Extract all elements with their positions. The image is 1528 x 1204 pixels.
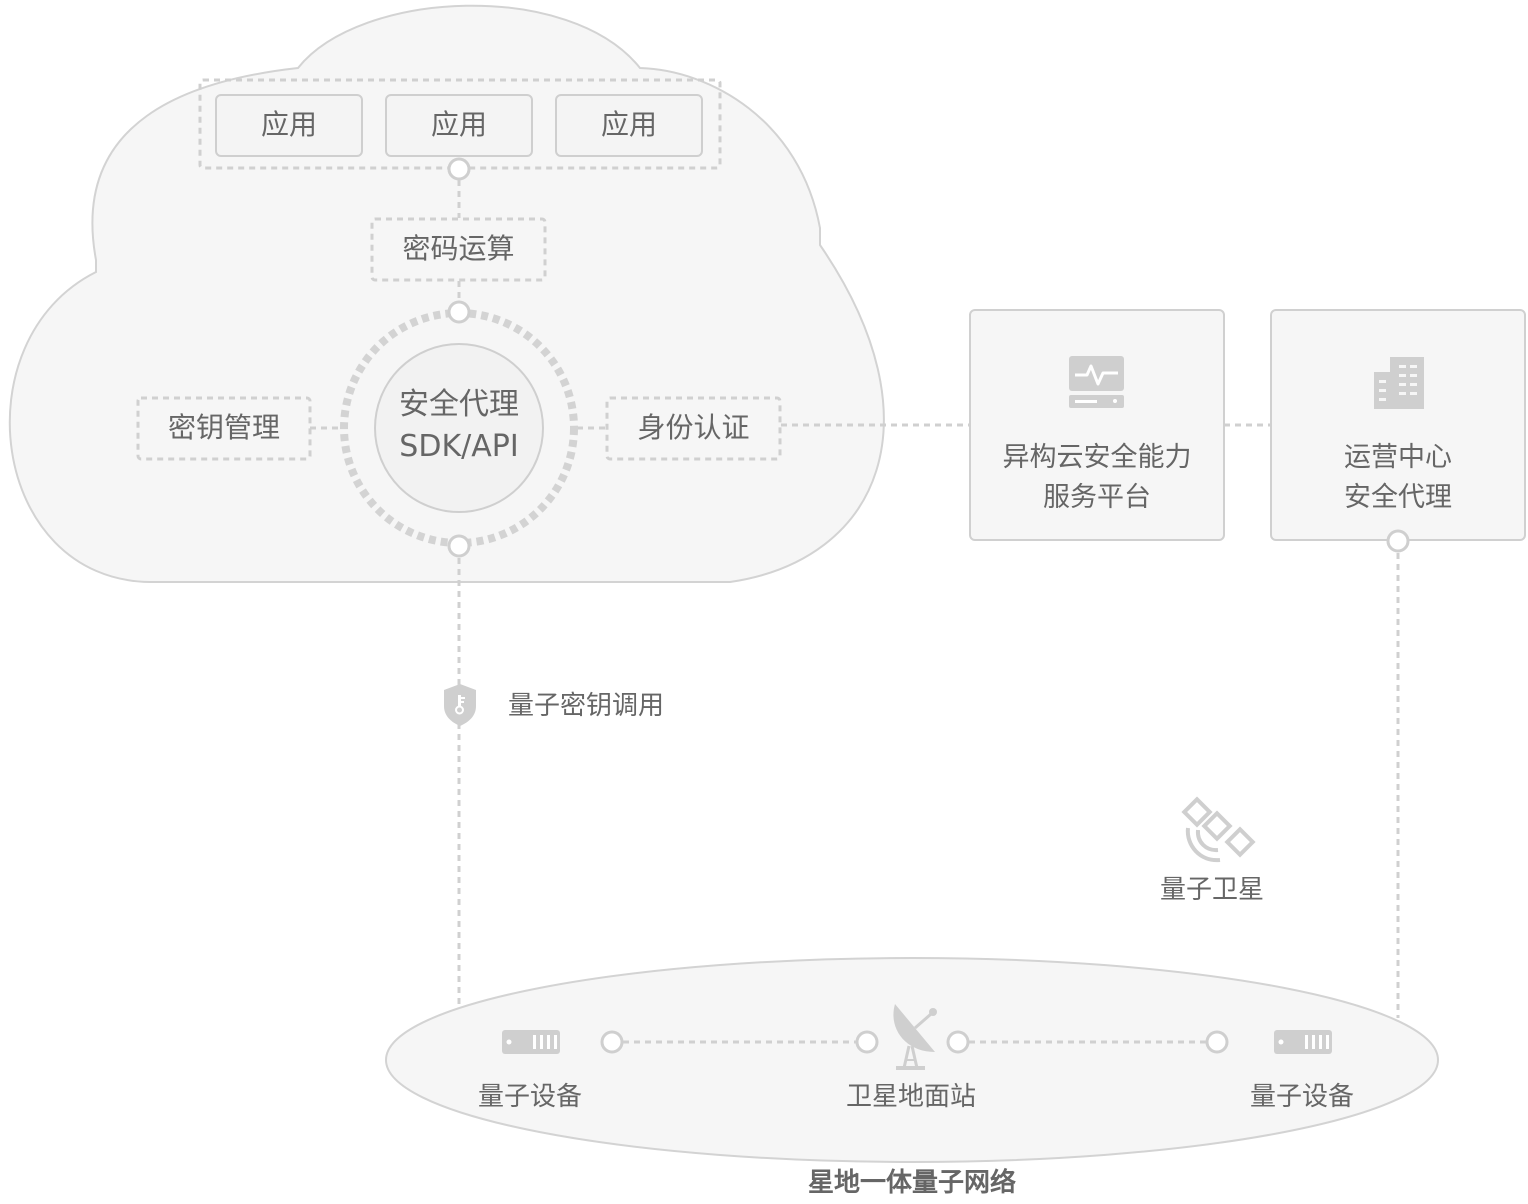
satellite-dish-icon [893, 1004, 937, 1070]
app-box-1 [215, 94, 363, 157]
connectors [310, 180, 1400, 1044]
core-label-line1: 安全代理 [399, 387, 519, 422]
node-core-bottom [447, 534, 471, 558]
device-right-label: 量子设备 [1249, 1082, 1354, 1112]
platform-label: 异构云安全能力 服务平台 [970, 438, 1224, 518]
server-icon [502, 1030, 560, 1054]
app-box-2 [385, 94, 533, 157]
keymgmt-box [136, 396, 312, 461]
monitor-icon [1069, 356, 1124, 408]
core-label: 安全代理 SDK/API [369, 384, 549, 468]
node-net-1 [600, 1030, 624, 1054]
ops-label: 运营中心 安全代理 [1271, 438, 1525, 518]
node-core-top [447, 300, 471, 324]
node-net-2 [855, 1030, 879, 1054]
device-left-label: 量子设备 [477, 1082, 582, 1112]
core-label-line2: SDK/API [399, 429, 519, 464]
crypto-label: 密码运算 [402, 232, 515, 265]
platform-box [969, 309, 1225, 541]
building-icon [1374, 357, 1424, 409]
core-circle [374, 343, 544, 513]
shield-key-icon [444, 684, 476, 726]
server-icon-right [1274, 1030, 1332, 1054]
node-net-4 [1205, 1030, 1229, 1054]
app-label-2: 应用 [430, 108, 487, 141]
connector-nodes [447, 157, 1410, 1054]
node-ops-bottom [1386, 529, 1410, 553]
ground-station-label: 卫星地面站 [845, 1082, 976, 1112]
node-net-3 [946, 1030, 970, 1054]
ops-label-line2: 安全代理 [1344, 482, 1452, 513]
identity-label: 身份认证 [637, 411, 750, 444]
node-apps [447, 157, 471, 181]
keymgmt-label: 密钥管理 [167, 411, 280, 444]
app-box-3 [555, 94, 703, 157]
satellite-label: 量子卫星 [1159, 875, 1264, 905]
network-title: 星地一体量子网络 [807, 1168, 1016, 1198]
app-label-1: 应用 [260, 108, 317, 141]
key-call-label: 量子密钥调用 [508, 691, 665, 721]
platform-label-line1: 异构云安全能力 [1002, 442, 1192, 473]
identity-box [605, 396, 782, 461]
ops-label-line1: 运营中心 [1344, 442, 1452, 473]
crypto-box [370, 217, 547, 282]
platform-label-line2: 服务平台 [1043, 482, 1151, 513]
app-label-3: 应用 [600, 108, 657, 141]
satellite-icon [1181, 796, 1256, 863]
